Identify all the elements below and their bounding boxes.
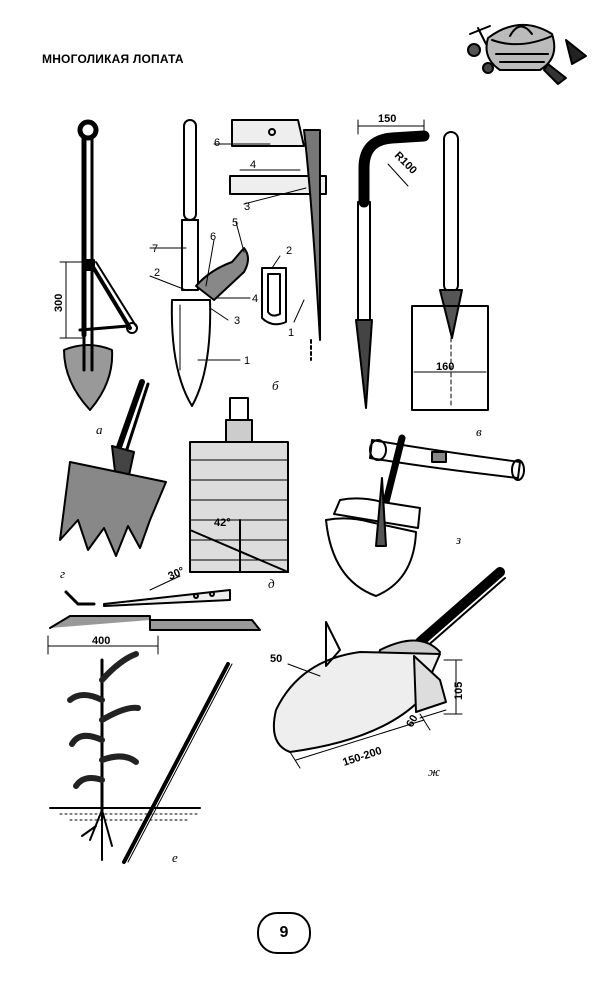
figure-b-callout-4: 4 bbox=[252, 293, 258, 305]
figure-d bbox=[189, 397, 289, 573]
running-header: МНОГОЛИКАЯ ЛОПАТА bbox=[42, 52, 184, 66]
figure-g-angle: 30° bbox=[166, 565, 186, 583]
figure-b-callout-7: 7 bbox=[152, 243, 158, 255]
figure-b-callout-2: 2 bbox=[154, 267, 160, 279]
figure-b bbox=[149, 119, 327, 407]
figure-a-dim-height: 300 bbox=[53, 294, 65, 312]
figure-zh-dim-150-200: 150-200 bbox=[341, 745, 383, 769]
figure-g-dim-length: 400 bbox=[92, 635, 110, 647]
figure-z bbox=[325, 434, 525, 597]
figure-b-callout-5: 5 bbox=[232, 217, 238, 229]
figure-zh bbox=[272, 567, 506, 769]
figure-b-detail-callout-2: 2 bbox=[286, 245, 292, 257]
figure-b-callout-6: 6 bbox=[210, 231, 216, 243]
figure-g bbox=[47, 379, 261, 655]
figure-e bbox=[49, 651, 233, 864]
figure-v-dim-top: 150 bbox=[378, 113, 396, 125]
figure-b-callout-3: 3 bbox=[234, 315, 240, 327]
figure-b-callout-1: 1 bbox=[244, 355, 250, 367]
figure-a bbox=[59, 119, 138, 411]
figure-d-angle: 42° bbox=[214, 517, 231, 529]
figure-v-label: в bbox=[476, 424, 482, 439]
figure-a-label: а bbox=[96, 422, 103, 437]
figure-b-detail-callout-3: 3 bbox=[244, 201, 250, 213]
figure-zh-dim-105: 105 bbox=[453, 682, 465, 700]
figure-g-label: г bbox=[60, 566, 65, 581]
figure-zh-label: ж bbox=[428, 764, 440, 779]
figure-b-label: б bbox=[272, 378, 279, 393]
figure-v bbox=[355, 119, 489, 411]
figure-b-detail-callout-1: 1 bbox=[288, 327, 294, 339]
figure-v-dim-width: 160 bbox=[436, 361, 454, 373]
figure-e-label: е bbox=[172, 850, 178, 865]
figure-zh-dim-60: 60 bbox=[404, 713, 421, 730]
page-number: 9 bbox=[257, 912, 311, 954]
figure-d-label: д bbox=[268, 576, 275, 591]
figure-b-detail-callout-6: 6 bbox=[214, 137, 220, 149]
figure-b-detail-callout-4: 4 bbox=[250, 159, 256, 171]
figure-z-label: з bbox=[455, 532, 461, 547]
figure-zh-dim-50: 50 bbox=[270, 653, 282, 665]
corner-vignette-icon bbox=[467, 23, 587, 85]
